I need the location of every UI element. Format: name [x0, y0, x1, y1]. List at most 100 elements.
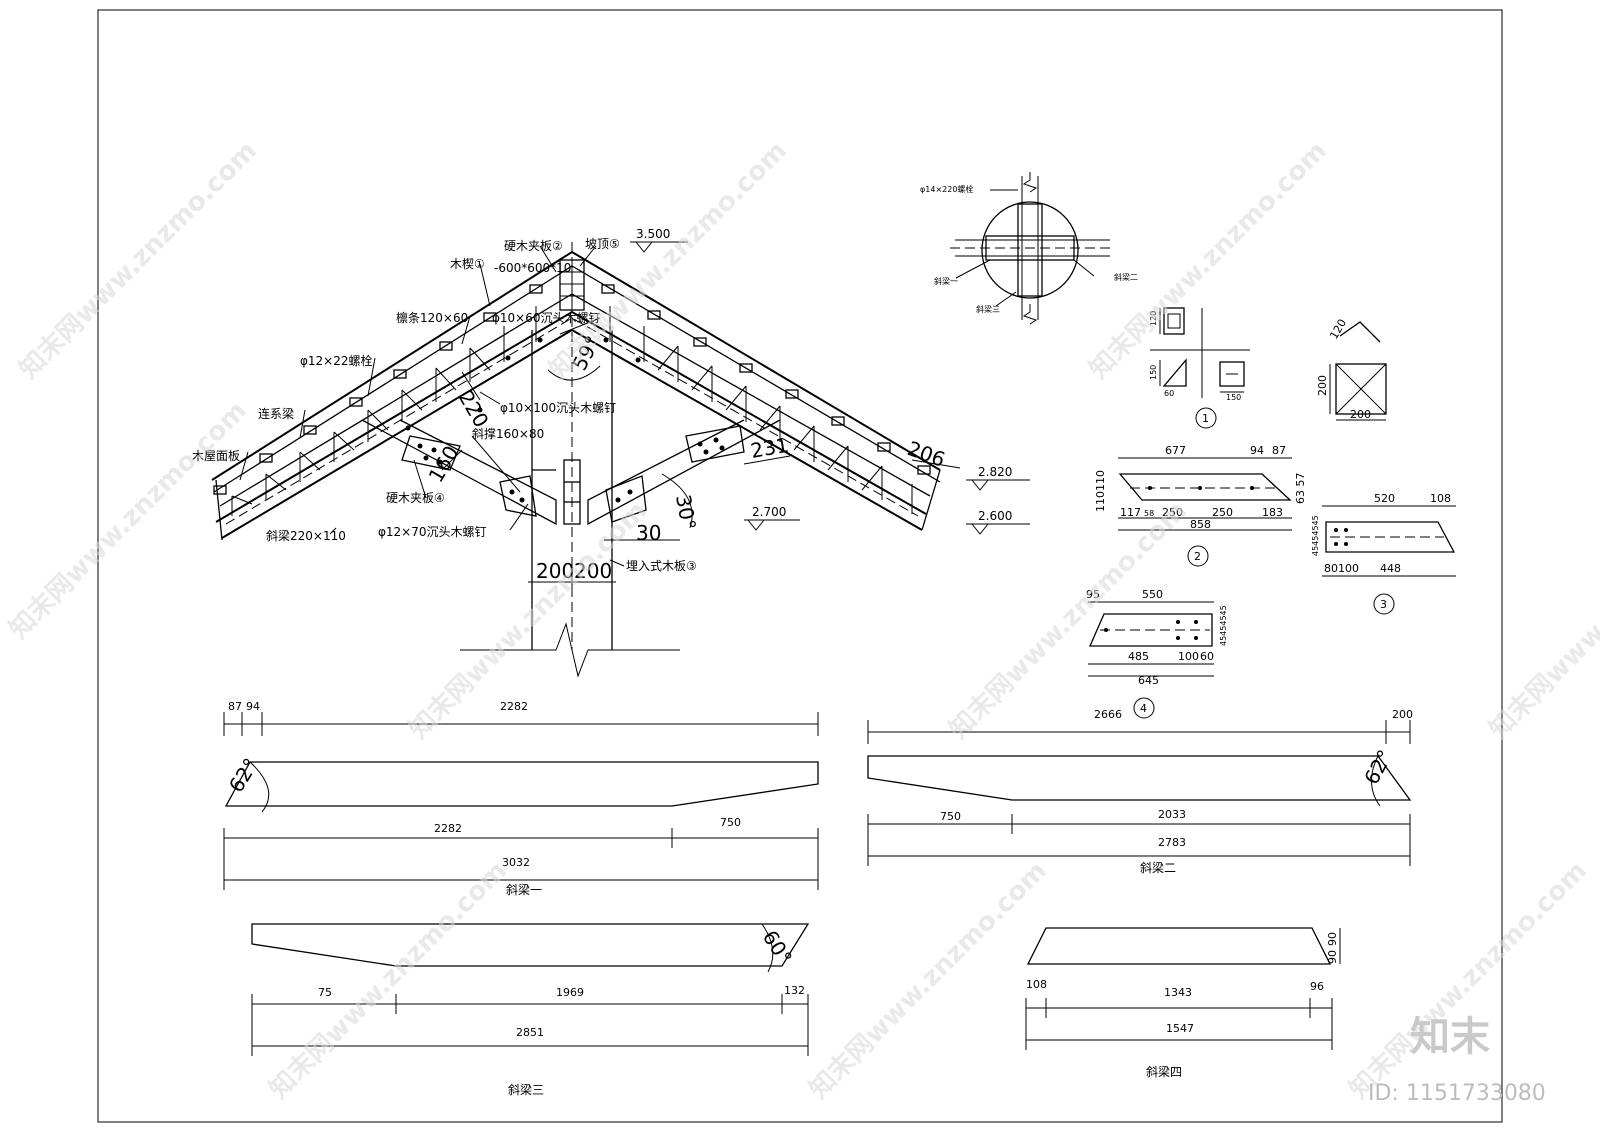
label-bolt-12x22: φ12×22螺栓 — [300, 353, 373, 368]
beam-1-top-b: 94 — [246, 700, 260, 713]
beam-2-top-b: 200 — [1392, 708, 1413, 721]
beam-2-title: 斜梁二 — [1140, 860, 1176, 875]
detail-3-top-2: 108 — [1430, 492, 1451, 505]
detail-2-total: 858 — [1190, 518, 1211, 531]
detail-3: 520 108 45454545 80 100 448 3 — [1311, 492, 1456, 615]
detail-2-right: 63 57 — [1294, 473, 1307, 505]
beam-2-angle: 62° — [1359, 746, 1397, 789]
beam-3-bottom-a: 75 — [318, 986, 332, 999]
detail-4-bottom-2: 100 — [1178, 650, 1199, 663]
beam-1-title: 斜梁一 — [506, 882, 542, 897]
truss-web-left — [231, 306, 537, 516]
detail-2-left: 110110 — [1094, 470, 1107, 512]
label-roof-board: 木屋面板 — [192, 449, 240, 463]
svg-text:知末网www.znzmo.com: 知末网www.znzmo.com — [804, 856, 1053, 1105]
beam-3: 60° 75 1969 132 2851 斜梁三 — [251, 923, 810, 1097]
beam-3-bottom-c: 132 — [784, 984, 805, 997]
detail-2: 677 94 87 110110 63 57 117 58 250 250 18… — [1094, 444, 1307, 567]
detail-3-bottom-1: 80 — [1324, 562, 1338, 575]
label-wood-wedge-1: 木楔① — [450, 257, 485, 271]
beam-2-bottom-a: 750 — [940, 810, 961, 823]
detail-4-top-2: 550 — [1142, 588, 1163, 601]
roof-section: 硬木夹板② -600*600*10 坡顶⑤ 木楔① 檩条120×60 φ10×6… — [192, 227, 1030, 678]
detail-2-bottom-1: 117 — [1120, 506, 1141, 519]
beam-4-right-b: 90 — [1326, 950, 1339, 964]
rafter-end-right — [921, 469, 941, 531]
dim-30: 30 — [636, 521, 661, 545]
dim-lines — [441, 371, 961, 590]
dim-200-left: 200 — [536, 559, 574, 583]
square-top-dim: 120 — [1327, 317, 1349, 342]
beam-1-angle: 62° — [224, 754, 263, 797]
label-hardwood-splint-4: 硬木夹板④ — [386, 491, 445, 505]
dim-220: 220 — [454, 387, 494, 432]
elev-3500: 3.500 — [636, 227, 670, 241]
detail-3-bottom-2: 100 — [1338, 562, 1359, 575]
elev-2700: 2.700 — [752, 505, 786, 519]
circle-beam-2-label: 斜梁二 — [1114, 272, 1138, 282]
beam-3-bottom-b: 1969 — [556, 986, 584, 999]
label-tie-beam: 连系梁 — [258, 406, 294, 421]
beam-2-top-a: 2666 — [1094, 708, 1122, 721]
label-screw-12x70: φ12×70沉头木螺钉 — [378, 525, 487, 539]
svg-text:知末网www.znzmo.com: 知末网www.znzmo.com — [14, 136, 263, 385]
label-ridge-top-5: 坡顶⑤ — [585, 237, 620, 251]
beam-4-title: 斜梁四 — [1146, 1064, 1182, 1079]
detail-4-right: 45454545 — [1219, 605, 1228, 646]
watermark-id: ID: 1151733080 — [1368, 1081, 1546, 1106]
elevation-marks — [630, 241, 1030, 535]
elev-2600: 2.600 — [978, 509, 1012, 523]
svg-text:知末网www.znzmo.com: 知末网www.znzmo.com — [1484, 496, 1600, 745]
angle-59-arc — [547, 365, 601, 381]
detail-4-bottom-3: 60 — [1200, 650, 1214, 663]
leaders — [239, 245, 625, 567]
detail-4-total: 645 — [1138, 674, 1159, 687]
label-hardwood-splint-2-size: -600*600*10 — [494, 261, 571, 275]
detail-2-bottom-5: 183 — [1262, 506, 1283, 519]
detail-1: 120 150 60 150 1 — [1149, 307, 1250, 429]
detail-1-dim-a: 120 — [1149, 311, 1158, 326]
beam-1-bottom-b: 750 — [720, 816, 741, 829]
beam-4-bottom-a: 108 — [1026, 978, 1047, 991]
beam-3-angle: 60° — [758, 926, 797, 969]
label-rafter: 斜梁220×110 — [266, 528, 346, 543]
detail-2-bottom-4: 250 — [1212, 506, 1233, 519]
angle-30-arc — [661, 473, 693, 529]
rafter-end-left — [215, 479, 223, 541]
beam-1-total: 3032 — [502, 856, 530, 869]
beam-1: 87 94 2282 62° 2282 750 3032 斜梁一 — [223, 700, 819, 897]
svg-text:知末网www.znzmo.com: 知末网www.znzmo.com — [264, 856, 513, 1105]
label-brace: 斜撑160×80 — [472, 426, 544, 441]
brace-left — [361, 419, 557, 526]
detail-2-number: 2 — [1194, 550, 1201, 563]
purlins — [213, 284, 931, 495]
detail-2-top-1: 677 — [1165, 444, 1186, 457]
beam-3-title: 斜梁三 — [508, 1082, 544, 1097]
truss-web-right — [609, 306, 913, 514]
dim-231: 231 — [749, 433, 791, 463]
detail-2-bottom-2: 58 — [1144, 509, 1154, 518]
svg-text:知末网www.znzmo.com: 知末网www.znzmo.com — [4, 396, 253, 645]
detail-1-number: 1 — [1202, 412, 1209, 425]
beam-4-right-a: 90 — [1326, 932, 1339, 946]
detail-4-bottom-1: 485 — [1128, 650, 1149, 663]
elev-2820: 2.820 — [978, 465, 1012, 479]
label-embedded-board-3: 埋入式木板③ — [626, 559, 697, 573]
label-screw-10x60: φ10×60沉头木螺钉 — [492, 311, 601, 325]
beam-1-bottom-a: 2282 — [434, 822, 462, 835]
beam-1-top-c: 2282 — [500, 700, 528, 713]
detail-1-dim-b: 150 — [1149, 365, 1158, 380]
drawing-frame — [97, 9, 1503, 1123]
label-screw-10x100: φ10×100沉头木螺钉 — [500, 401, 616, 415]
detail-1-dim-d: 150 — [1226, 393, 1241, 402]
detail-3-left: 45454545 — [1311, 515, 1320, 556]
square-bottom-dim: 200 — [1350, 408, 1371, 421]
square-detail: 120 200 200 — [1316, 317, 1387, 421]
beam-4-bottom-c: 96 — [1310, 980, 1324, 993]
square-side-dim: 200 — [1316, 375, 1329, 396]
label-hardwood-splint-2: 硬木夹板② — [504, 239, 563, 253]
detail-4: 95 550 45454545 485 100 60 645 4 — [1086, 588, 1228, 719]
detail-3-number: 3 — [1380, 598, 1387, 611]
beam-2: 2666 200 62° 750 2033 2783 斜梁二 — [867, 708, 1413, 875]
